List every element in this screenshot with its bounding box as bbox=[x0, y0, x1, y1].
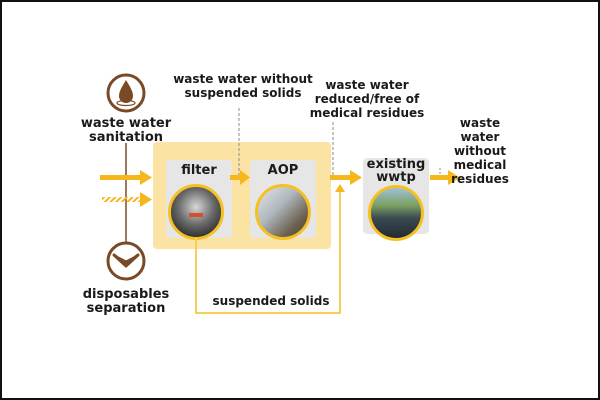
input-label-disposables-line1: disposables bbox=[82, 287, 170, 302]
annotation-bypass: suspended solids bbox=[212, 294, 330, 308]
annotation-after-aop-line1: waste water bbox=[325, 78, 409, 92]
stage-wwtp-label-1: existing bbox=[366, 157, 426, 172]
input-label-wastewater-line1: waste water bbox=[80, 116, 172, 131]
bypass-arrowhead bbox=[335, 184, 345, 192]
annotation-after-aop: waste water reduced/free of medical resi… bbox=[307, 78, 427, 120]
input-arrow-disposables bbox=[102, 192, 152, 207]
annotation-after-aop-line3: medical residues bbox=[309, 106, 425, 120]
wwtp-basins-photo bbox=[368, 185, 424, 241]
input-label-wastewater: waste water sanitation bbox=[66, 117, 186, 145]
annotation-output: waste water without medical residues bbox=[440, 116, 520, 186]
arrow-aop-to-wwtp bbox=[330, 170, 362, 185]
stage-wwtp-label-2: wwtp bbox=[376, 170, 416, 185]
annotation-after-filter-line1: waste water without bbox=[173, 72, 313, 86]
arrow-wwtp-to-output bbox=[430, 170, 460, 185]
arrow-filter-to-aop bbox=[230, 170, 250, 185]
input-arrow-wastewater bbox=[100, 170, 152, 185]
annotation-output-line4: residues bbox=[451, 172, 509, 186]
annotation-after-filter-line2: suspended solids bbox=[184, 86, 302, 100]
annotation-output-line1: waste water bbox=[459, 116, 501, 144]
aop-equipment-photo bbox=[255, 184, 311, 240]
water-drop-icon bbox=[106, 73, 146, 113]
annotation-output-line2: without bbox=[453, 144, 506, 158]
input-label-disposables-line2: separation bbox=[86, 301, 166, 316]
annotation-after-filter: waste water without suspended solids bbox=[168, 72, 318, 100]
input-label-disposables: disposables separation bbox=[66, 288, 186, 316]
bypass-suspended-solids-line bbox=[195, 192, 341, 314]
input-label-wastewater-line2: sanitation bbox=[88, 130, 164, 145]
stage-filter-label: filter bbox=[181, 163, 217, 178]
annotation-after-aop-line2: reduced/free of bbox=[314, 92, 420, 106]
annotation-output-line3: medical bbox=[453, 158, 507, 172]
chevron-down-icon bbox=[106, 241, 146, 281]
stage-aop-label: AOP bbox=[267, 163, 299, 178]
